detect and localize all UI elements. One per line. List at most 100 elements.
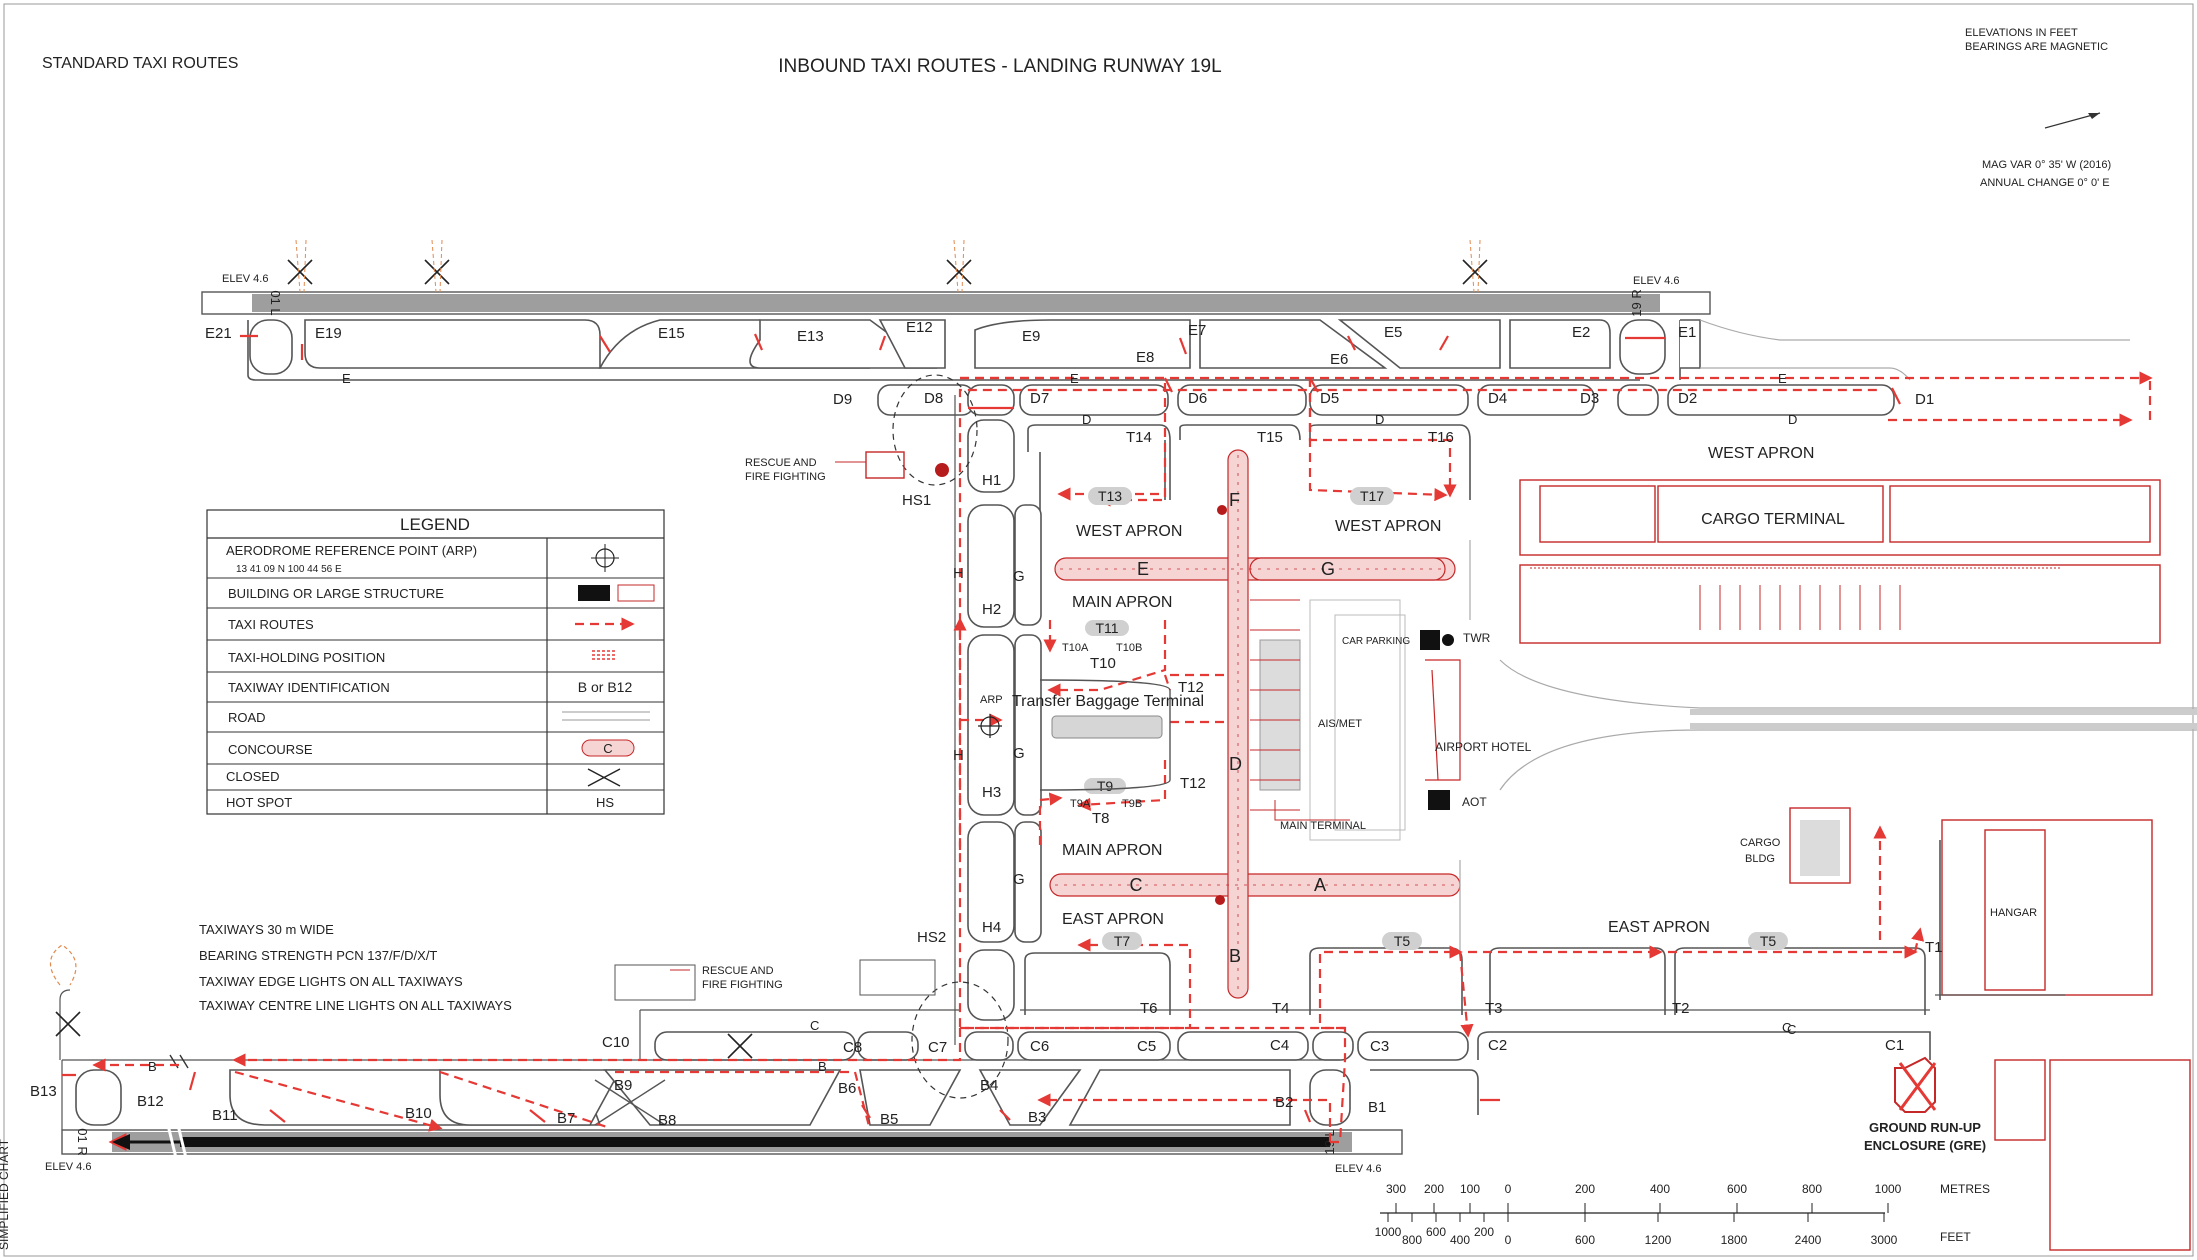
twy-label: B7 xyxy=(557,1110,575,1127)
closed-icon xyxy=(727,1033,753,1059)
legend-row-label: HOT SPOT xyxy=(226,795,292,810)
scale-feet-tick-label: 1000 xyxy=(1375,1225,1402,1239)
road-icon xyxy=(562,711,650,721)
twy-label: B3 xyxy=(1028,1109,1046,1126)
scale-feet-tick-label: 3000 xyxy=(1871,1233,1898,1247)
note-line: TAXIWAY CENTRE LINE LIGHTS ON ALL TAXIWA… xyxy=(199,998,512,1013)
twy-label: C xyxy=(810,1018,819,1033)
rescue2-label-2: FIRE FIGHTING xyxy=(702,979,783,991)
twy-label: F xyxy=(1229,490,1240,510)
scale-feet-tick-label: 1200 xyxy=(1645,1233,1672,1247)
concourse-a-label: A xyxy=(1314,875,1326,895)
twy-label: D xyxy=(1082,412,1091,427)
twy-label: E19 xyxy=(315,325,342,342)
elev-north-left: ELEV 4.6 xyxy=(222,273,268,285)
taxiway-labels-t-upper: T14 T15 T16 T13 T17 xyxy=(1088,429,1454,505)
scale-feet-tick-label: 800 xyxy=(1402,1233,1422,1247)
legend-row-label: TAXI ROUTES xyxy=(228,617,314,632)
scale-feet-tick-label: 400 xyxy=(1450,1233,1470,1247)
apron-label: WEST APRON xyxy=(1335,518,1441,535)
holding-icon xyxy=(592,650,616,660)
twy-label: C1 xyxy=(1885,1037,1904,1054)
concourse-g-label: G xyxy=(1321,559,1335,579)
twy-label: E5 xyxy=(1384,324,1402,341)
twy-label: E xyxy=(1778,371,1787,386)
taxiway-b-system xyxy=(49,944,1479,1130)
twy-label: C xyxy=(1787,1022,1796,1037)
runway-01r-19l: 01 R 19 L ELEV 4.6 ELEV 4.6 xyxy=(45,1124,1403,1175)
scale-feet-label: FEET xyxy=(1940,1230,1971,1244)
chart-title: INBOUND TAXI ROUTES - LANDING RUNWAY 19L xyxy=(778,56,1221,77)
scale-feet-tick-label: 600 xyxy=(1575,1233,1595,1247)
taxi-routes xyxy=(92,371,2153,1144)
concourse-e-label: E xyxy=(1137,559,1149,579)
left-title: STANDARD TAXI ROUTES xyxy=(42,55,238,72)
main-terminal-label: MAIN TERMINAL xyxy=(1280,820,1366,832)
scale-metres-tick-label: 0 xyxy=(1505,1182,1512,1196)
twy-label: T10B xyxy=(1116,642,1142,654)
twy-label: E21 xyxy=(205,325,232,342)
twy-label: T7 xyxy=(1114,933,1131,949)
note-line: TAXIWAYS 30 m WIDE xyxy=(199,922,334,937)
twy-label: D6 xyxy=(1188,390,1207,407)
cargo-terminal: CARGO TERMINAL xyxy=(1519,479,2161,644)
twy-label: T8 xyxy=(1092,810,1110,827)
legend-row-label: BUILDING OR LARGE STRUCTURE xyxy=(228,586,444,601)
closed-icon xyxy=(1462,259,1488,285)
twy-label: T10A xyxy=(1062,642,1089,654)
gre-label-1: GROUND RUN-UP xyxy=(1869,1120,1981,1135)
twy-label: E1 xyxy=(1678,324,1696,341)
twy-label: B10 xyxy=(405,1105,432,1122)
concourse-junction-icon xyxy=(1217,505,1227,515)
side-text: SIMPLIFIED CHART xyxy=(0,1138,11,1250)
magvar-text: MAG VAR 0° 35' W (2016) xyxy=(1982,159,2111,171)
scale-metres-tick-label: 600 xyxy=(1727,1182,1747,1196)
twy-label: G xyxy=(1013,871,1025,888)
note-line: BEARING STRENGTH PCN 137/F/D/X/T xyxy=(199,948,437,963)
twy-label: B2 xyxy=(1275,1094,1293,1111)
taxiway-e-system xyxy=(247,319,2130,381)
rwy-end-01r: 01 R xyxy=(75,1128,90,1155)
baggage-terminal-label: Transfer Baggage Terminal xyxy=(1012,693,1204,710)
apron-label: MAIN APRON xyxy=(1072,594,1172,611)
north-arrow-icon xyxy=(2044,112,2101,129)
twy-label: G xyxy=(1013,568,1025,585)
twy-label: D3 xyxy=(1580,390,1599,407)
scale-feet-tick-label: 1800 xyxy=(1721,1233,1748,1247)
twy-label: E8 xyxy=(1136,349,1154,366)
twy-label: B1 xyxy=(1368,1099,1386,1116)
twr-building xyxy=(1420,630,1440,650)
note-bearings: BEARINGS ARE MAGNETIC xyxy=(1965,41,2108,53)
twy-label: H2 xyxy=(982,601,1001,618)
car-parking-label: CAR PARKING xyxy=(1342,636,1410,647)
twy-label: C4 xyxy=(1270,1037,1289,1054)
legend: LEGEND AERODROME REFERENCE POINT (ARP) 1… xyxy=(206,509,665,815)
rwy-end-19r: 19 R xyxy=(1629,289,1644,316)
twy-label: D5 xyxy=(1320,390,1339,407)
closed-icon xyxy=(424,259,450,285)
twy-label: B xyxy=(818,1059,827,1074)
building-icon xyxy=(578,584,655,602)
twy-label: T12 xyxy=(1180,775,1206,792)
twy-label: D xyxy=(1788,412,1797,427)
east-buildings: CARGO BLDG HANGAR xyxy=(1740,807,2191,1251)
twy-label: B13 xyxy=(30,1083,57,1100)
note-line: TAXIWAY EDGE LIGHTS ON ALL TAXIWAYS xyxy=(199,974,463,989)
twy-label: T17 xyxy=(1360,488,1384,504)
taxiway-labels-south-b: B13 B12 B B11 B10 B9 B7 B8 B6 B B5 B4 B3… xyxy=(30,1059,1386,1129)
twy-label: D1 xyxy=(1915,391,1934,408)
twy-label: E7 xyxy=(1188,322,1206,339)
scale-metres-label: METRES xyxy=(1940,1182,1990,1196)
twy-label: E xyxy=(342,371,351,386)
twy-label: D2 xyxy=(1678,390,1697,407)
rescue-label-1: RESCUE AND xyxy=(745,457,817,469)
twy-label: B6 xyxy=(838,1080,856,1097)
twy-label: E12 xyxy=(906,319,933,336)
rescue-label-2: FIRE FIGHTING xyxy=(745,471,826,483)
east-apron-stands xyxy=(1024,840,1941,1015)
gre-label-2: ENCLOSURE (GRE) xyxy=(1864,1138,1986,1153)
twy-label: C3 xyxy=(1370,1038,1389,1055)
